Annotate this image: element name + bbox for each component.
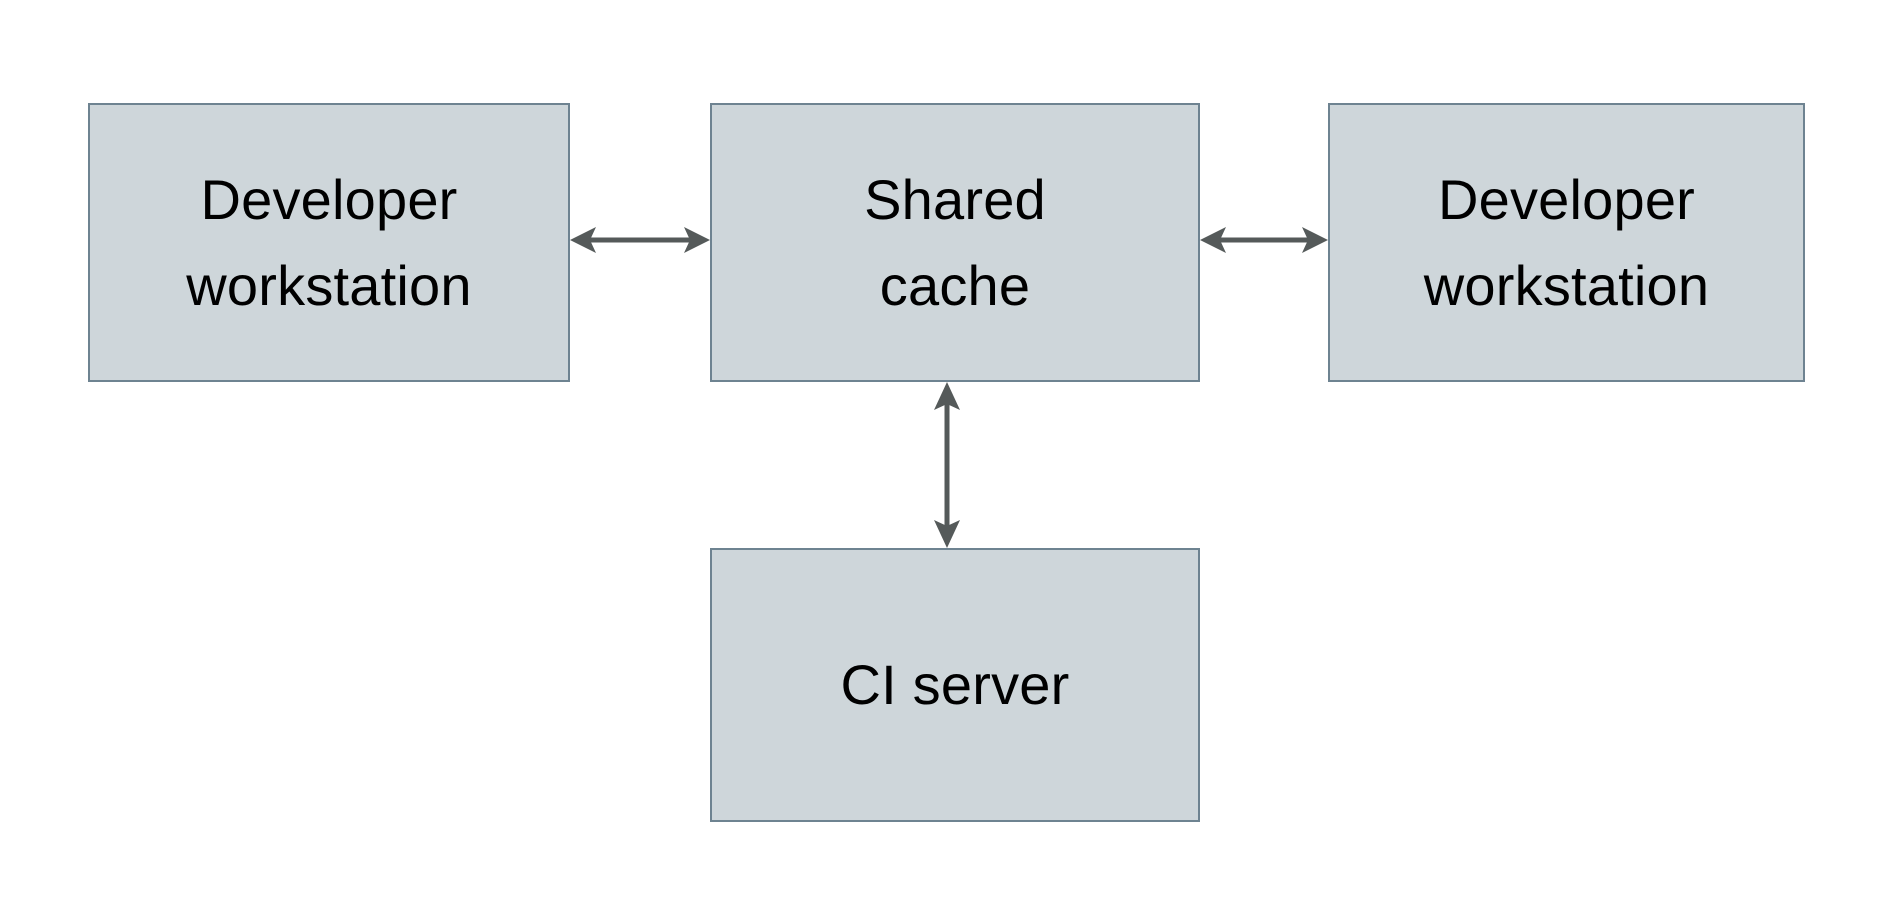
double-headed-arrow-icon [570, 227, 710, 253]
node-ci-server[interactable]: CI server [710, 548, 1200, 822]
node-developer-workstation-right[interactable]: Developer workstation [1328, 103, 1805, 382]
node-label: Developer workstation [186, 167, 472, 317]
node-label: Shared cache [864, 167, 1046, 317]
edge-shared-cache-to-developer-workstation-right[interactable] [1196, 212, 1332, 268]
node-label: Developer workstation [1423, 167, 1710, 317]
node-developer-workstation-left[interactable]: Developer workstation [88, 103, 570, 382]
node-shared-cache[interactable]: Shared cache [710, 103, 1200, 382]
double-headed-arrow-icon [1200, 227, 1328, 253]
edge-developer-workstation-left-to-shared-cache[interactable] [566, 212, 714, 268]
node-label: CI server [840, 653, 1070, 716]
double-headed-arrow-icon [934, 382, 960, 548]
edge-shared-cache-to-ci-server[interactable] [919, 378, 975, 552]
